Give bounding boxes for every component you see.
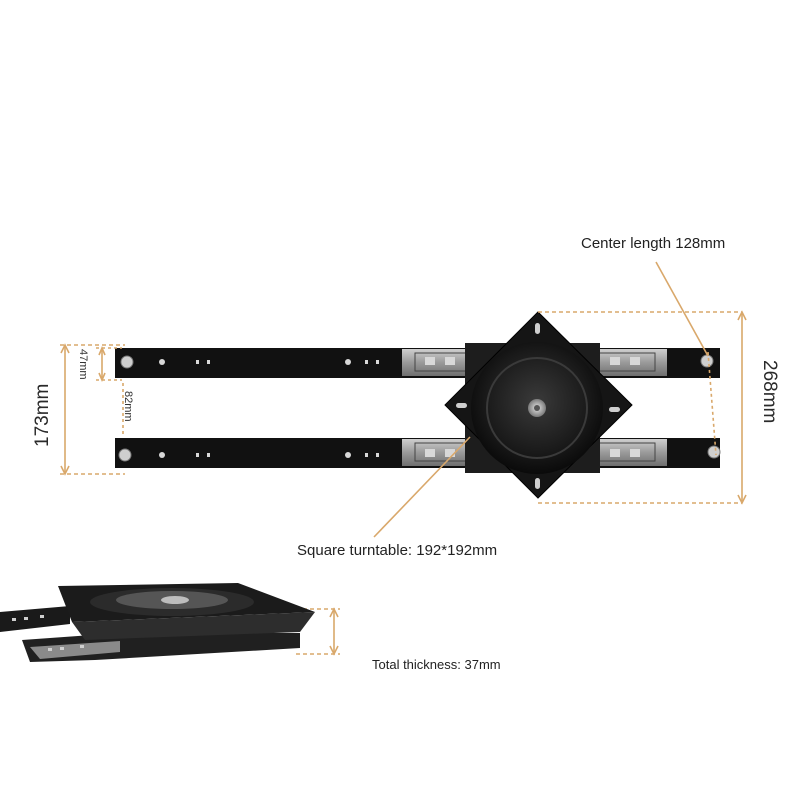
overall-height-label: 268mm bbox=[759, 360, 780, 424]
square-turntable bbox=[444, 311, 633, 499]
turntable-disc-ring bbox=[486, 357, 588, 459]
dimension-lines bbox=[60, 261, 747, 656]
dim-268-arrow-bottom bbox=[737, 494, 747, 505]
outer-span-label: 173mm bbox=[32, 383, 53, 447]
side-view-hub bbox=[161, 596, 189, 604]
rail-width-label: 47mm bbox=[77, 349, 89, 380]
inner-gap-label: 82mm bbox=[122, 391, 134, 422]
dim-47-arrow-bottom bbox=[98, 372, 106, 383]
dim-268-arrow-top bbox=[737, 310, 747, 321]
dim-37-arrow-top bbox=[329, 607, 339, 618]
total-thickness-label: Total thickness: 37mm bbox=[372, 657, 501, 672]
bottom-rail-holes bbox=[159, 449, 640, 458]
side-view-plate-base bbox=[72, 612, 315, 640]
bottom-rail-end-screw-right bbox=[707, 445, 721, 459]
dim-173-arrow-bottom bbox=[60, 465, 70, 476]
dim-47-arrow-top bbox=[98, 345, 106, 356]
top-rail-end-screw-right bbox=[700, 354, 714, 368]
top-rail bbox=[115, 348, 720, 378]
dim-173-arrow-top bbox=[60, 343, 70, 354]
turntable-size-label: Square turntable: 192*192mm bbox=[297, 542, 498, 559]
turntable-mounting-slots bbox=[456, 323, 620, 489]
side-view-rail-slide bbox=[30, 641, 120, 659]
top-rail-holes bbox=[159, 357, 640, 365]
side-view-rail-holes bbox=[12, 615, 84, 651]
center-length-label: Center length 128mm bbox=[581, 235, 726, 252]
side-view bbox=[0, 583, 315, 662]
center-length-leader bbox=[655, 261, 709, 357]
turntable-hub-center bbox=[534, 405, 540, 411]
dim-37-arrow-bottom bbox=[329, 645, 339, 656]
dim-128-line bbox=[707, 351, 717, 456]
top-rail-end-screw-left bbox=[120, 355, 134, 369]
side-view-rail-back bbox=[0, 606, 70, 632]
bottom-rail bbox=[115, 438, 721, 468]
turntable-leader bbox=[373, 436, 471, 538]
bottom-rail-end-screw-left bbox=[118, 448, 132, 462]
side-view-rail-front bbox=[22, 633, 300, 662]
